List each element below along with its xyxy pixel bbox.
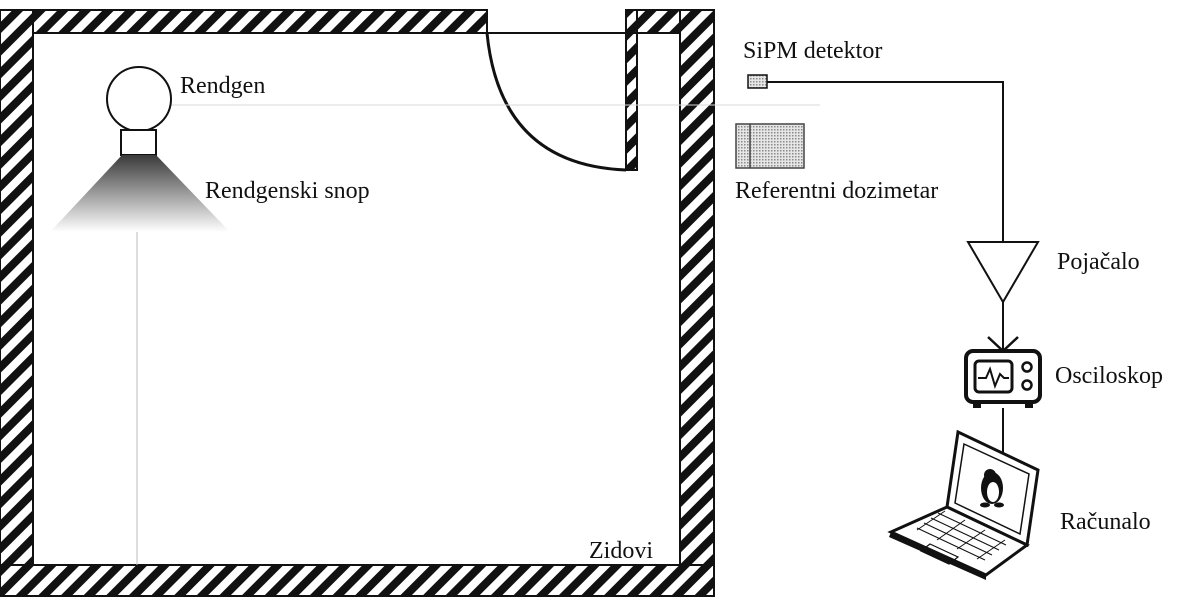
room-walls [0, 9, 715, 597]
label-rendgen: Rendgen [180, 73, 265, 99]
label-referentni-dozimetar: Referentni dozimetar [735, 178, 938, 204]
laptop-icon [887, 429, 1040, 580]
label-racunalo: Računalo [1060, 509, 1151, 535]
xray-tube-icon [106, 66, 172, 156]
signal-cable [767, 81, 1004, 242]
door-arc [485, 32, 627, 172]
label-pojacalo: Pojačalo [1057, 249, 1140, 275]
label-sipm-detektor: SiPM detektor [743, 38, 882, 64]
sipm-detector-icon [747, 74, 768, 89]
amplifier-triangle-icon [966, 241, 1040, 304]
xray-beam [50, 155, 230, 232]
oscilloscope-icon [964, 336, 1042, 408]
label-osciloskop: Osciloskop [1055, 363, 1163, 389]
label-zidovi: Zidovi [589, 538, 653, 564]
reference-dosimeter-icon [735, 123, 805, 169]
label-rendgenski-snop: Rendgenski snop [205, 178, 370, 204]
